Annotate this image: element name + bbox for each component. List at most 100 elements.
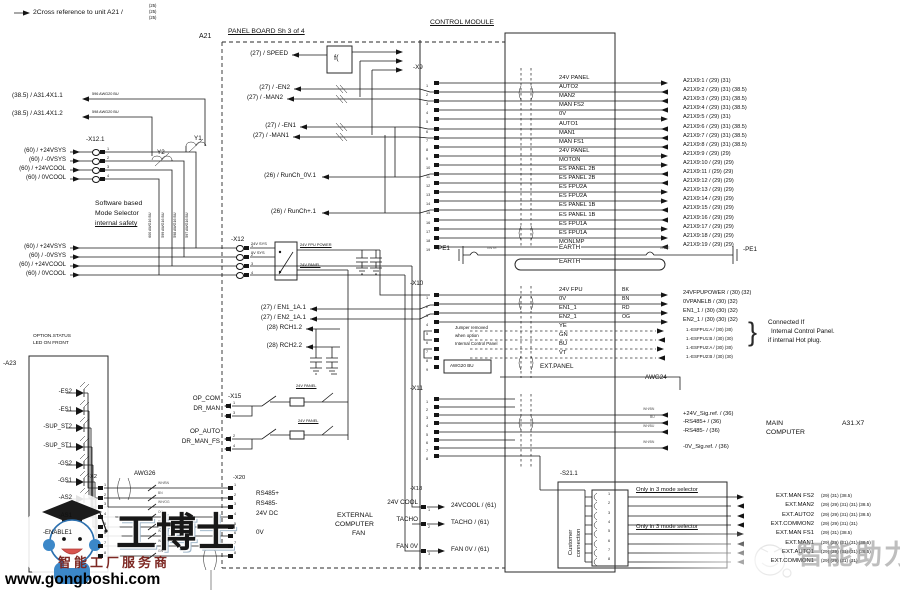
x18-pin-number: 1 bbox=[428, 508, 431, 512]
led-enable1: -ENABLE1 bbox=[42, 530, 72, 536]
x10-name-3: EN1_1 bbox=[559, 305, 577, 311]
x2-pin-5 bbox=[98, 525, 103, 529]
connector-x12-1-label: -X12.1 bbox=[86, 136, 105, 143]
x20-pin-8 bbox=[228, 554, 233, 558]
x11-pin-2 bbox=[434, 405, 439, 409]
a23-header-1: OPTION.STATUS bbox=[33, 334, 71, 339]
x2-pin-3 bbox=[98, 505, 103, 509]
mode-contact-2 bbox=[278, 270, 282, 274]
x2-pin-8 bbox=[98, 554, 103, 558]
x9-ref-5: A21X9:5 / (29) (31) bbox=[683, 114, 731, 120]
x9-pin-14 bbox=[434, 199, 439, 203]
sig-rch2: (28) RCH2.2 bbox=[266, 342, 302, 349]
x10-pin-3 bbox=[434, 311, 439, 315]
x18-ref-2: TACHO / (61) bbox=[451, 519, 490, 526]
x9-name-19: MONLMP bbox=[559, 239, 585, 245]
x12-1-pin-1 bbox=[100, 150, 105, 154]
x20-pin-number: 8 bbox=[234, 551, 237, 555]
x11-color-2: BU bbox=[650, 415, 655, 419]
customer-conn-2: connection bbox=[575, 528, 582, 558]
note-jumper-1: Jumper removed bbox=[455, 325, 488, 330]
x12-1-pin-number: 4 bbox=[107, 174, 110, 178]
x20-pin-number: 3 bbox=[234, 502, 237, 506]
connector-x15-label: -X15 bbox=[228, 393, 242, 400]
frequency-box bbox=[326, 45, 353, 74]
x12-1-contact-1 bbox=[92, 149, 100, 156]
ref-a31-4x1-2: (38.5) / A31.4X1.2 bbox=[12, 110, 63, 117]
x10-color-5: YE bbox=[559, 323, 567, 329]
crossref-ref-3: (25) bbox=[149, 15, 157, 20]
x10-pin-8 bbox=[434, 356, 439, 360]
x12-1-pin-4 bbox=[100, 177, 105, 181]
x20-pin-number: 2 bbox=[234, 493, 237, 497]
x9-pin-4 bbox=[434, 108, 439, 112]
led-sup-st1: -SUP_ST1 bbox=[43, 443, 72, 449]
x9-name-13: ES FPU2A bbox=[559, 184, 588, 190]
x9-pin-number: 8 bbox=[426, 148, 429, 152]
x20-sig-1: RS485+ bbox=[256, 490, 279, 497]
x9-pin-number: 18 bbox=[426, 239, 431, 243]
x9-pin-5 bbox=[434, 117, 439, 121]
ext-ref-7: (29) (29) (31) (31) (38.5) bbox=[821, 549, 871, 554]
x15-pin-4 bbox=[226, 447, 231, 451]
x9-pin-12 bbox=[434, 181, 439, 185]
choke-y1-label: Y1 bbox=[194, 135, 202, 142]
led-es2: -ES2 bbox=[58, 389, 72, 395]
x18-in-3: FAN 0V bbox=[396, 543, 418, 550]
x20-pin-6 bbox=[228, 534, 233, 538]
freq-symbol: f( bbox=[334, 53, 339, 62]
ext-sig-4: EXT.COMMON2 bbox=[770, 521, 814, 527]
sig-op-auto: OP_AUTO bbox=[190, 428, 220, 435]
ext-ref-2: (29) (29) (31) (31) (38.5) bbox=[821, 502, 871, 507]
x9-ref-10: A21X9:10 / (29) (29) bbox=[683, 160, 734, 166]
led-gs2: -GS2 bbox=[57, 461, 72, 467]
fan-label-3: FAN bbox=[352, 530, 366, 537]
x9-pin-number: 4 bbox=[426, 111, 429, 115]
x9-pin-3 bbox=[434, 99, 439, 103]
x12-1-contact-4 bbox=[92, 176, 100, 183]
x9-pin-number: 17 bbox=[426, 230, 431, 234]
main-computer-ref: A31.X7 bbox=[842, 420, 865, 427]
sig-en1: (27) / -EN1 bbox=[265, 122, 296, 129]
note-mode-selector-2: Mode Selector bbox=[95, 210, 139, 217]
x20-pin-number: 6 bbox=[234, 531, 237, 535]
choke-y2-label: Y2 bbox=[157, 149, 165, 156]
x18-pin-1 bbox=[421, 505, 426, 509]
x10-color-7: BU bbox=[559, 341, 568, 347]
main-computer-1: MAIN bbox=[766, 420, 783, 427]
x9-pin-2 bbox=[434, 90, 439, 94]
x9-name-6: AUTO1 bbox=[559, 121, 579, 127]
x9-ref-15: A21X9:15 / (29) (29) bbox=[683, 205, 734, 211]
wire-label-597: 597 AWG16 BU bbox=[185, 212, 190, 238]
ext-sig-8: EXT.COMMON1 bbox=[770, 558, 814, 564]
x11-pin-3 bbox=[434, 413, 439, 417]
x9-pin-number: 7 bbox=[426, 139, 429, 143]
x9-pin-number: 14 bbox=[426, 202, 431, 206]
x18-in-1: 24V COOL bbox=[387, 499, 418, 506]
x9-name-5: 0V bbox=[559, 111, 567, 117]
ext-ref-1: (29) (31) (38.5) bbox=[821, 493, 852, 498]
x10-pin-number: 6 bbox=[426, 341, 429, 345]
x9-name-1: 24V PANEL bbox=[559, 75, 590, 81]
x10-color-4: OG bbox=[622, 314, 631, 320]
note-3mode-2: Only in 3 mode selector bbox=[636, 524, 698, 530]
earth-label-1: EARTH bbox=[558, 244, 582, 252]
x9-pin-15 bbox=[434, 208, 439, 212]
sig-man2: (27) / -MAN2 bbox=[246, 94, 283, 101]
x2-pin-2 bbox=[98, 496, 103, 500]
x10-color-8: VT bbox=[559, 350, 567, 356]
x2-pin-number: 8 bbox=[104, 551, 107, 555]
panel-board-title: PANEL BOARD Sh 3 of 4 bbox=[228, 28, 305, 35]
led-sup-st2: -SUP_ST2 bbox=[43, 424, 72, 430]
sig-24vsys-a: (60) / +24VSYS bbox=[24, 148, 66, 154]
mode-in-0vsys: 0V SYS bbox=[251, 250, 265, 255]
gnye-left: GNYE bbox=[487, 246, 497, 250]
x20-pin-number: 1 bbox=[234, 483, 237, 487]
awg24-label: AWG24 bbox=[645, 374, 667, 381]
x9-pin-7 bbox=[434, 136, 439, 140]
x9-pin-10 bbox=[434, 163, 439, 167]
ext-sig-6: EXT.MAN1 bbox=[785, 540, 814, 546]
x10-pin-6 bbox=[434, 338, 439, 342]
led-as1: -AS1 bbox=[58, 513, 72, 519]
